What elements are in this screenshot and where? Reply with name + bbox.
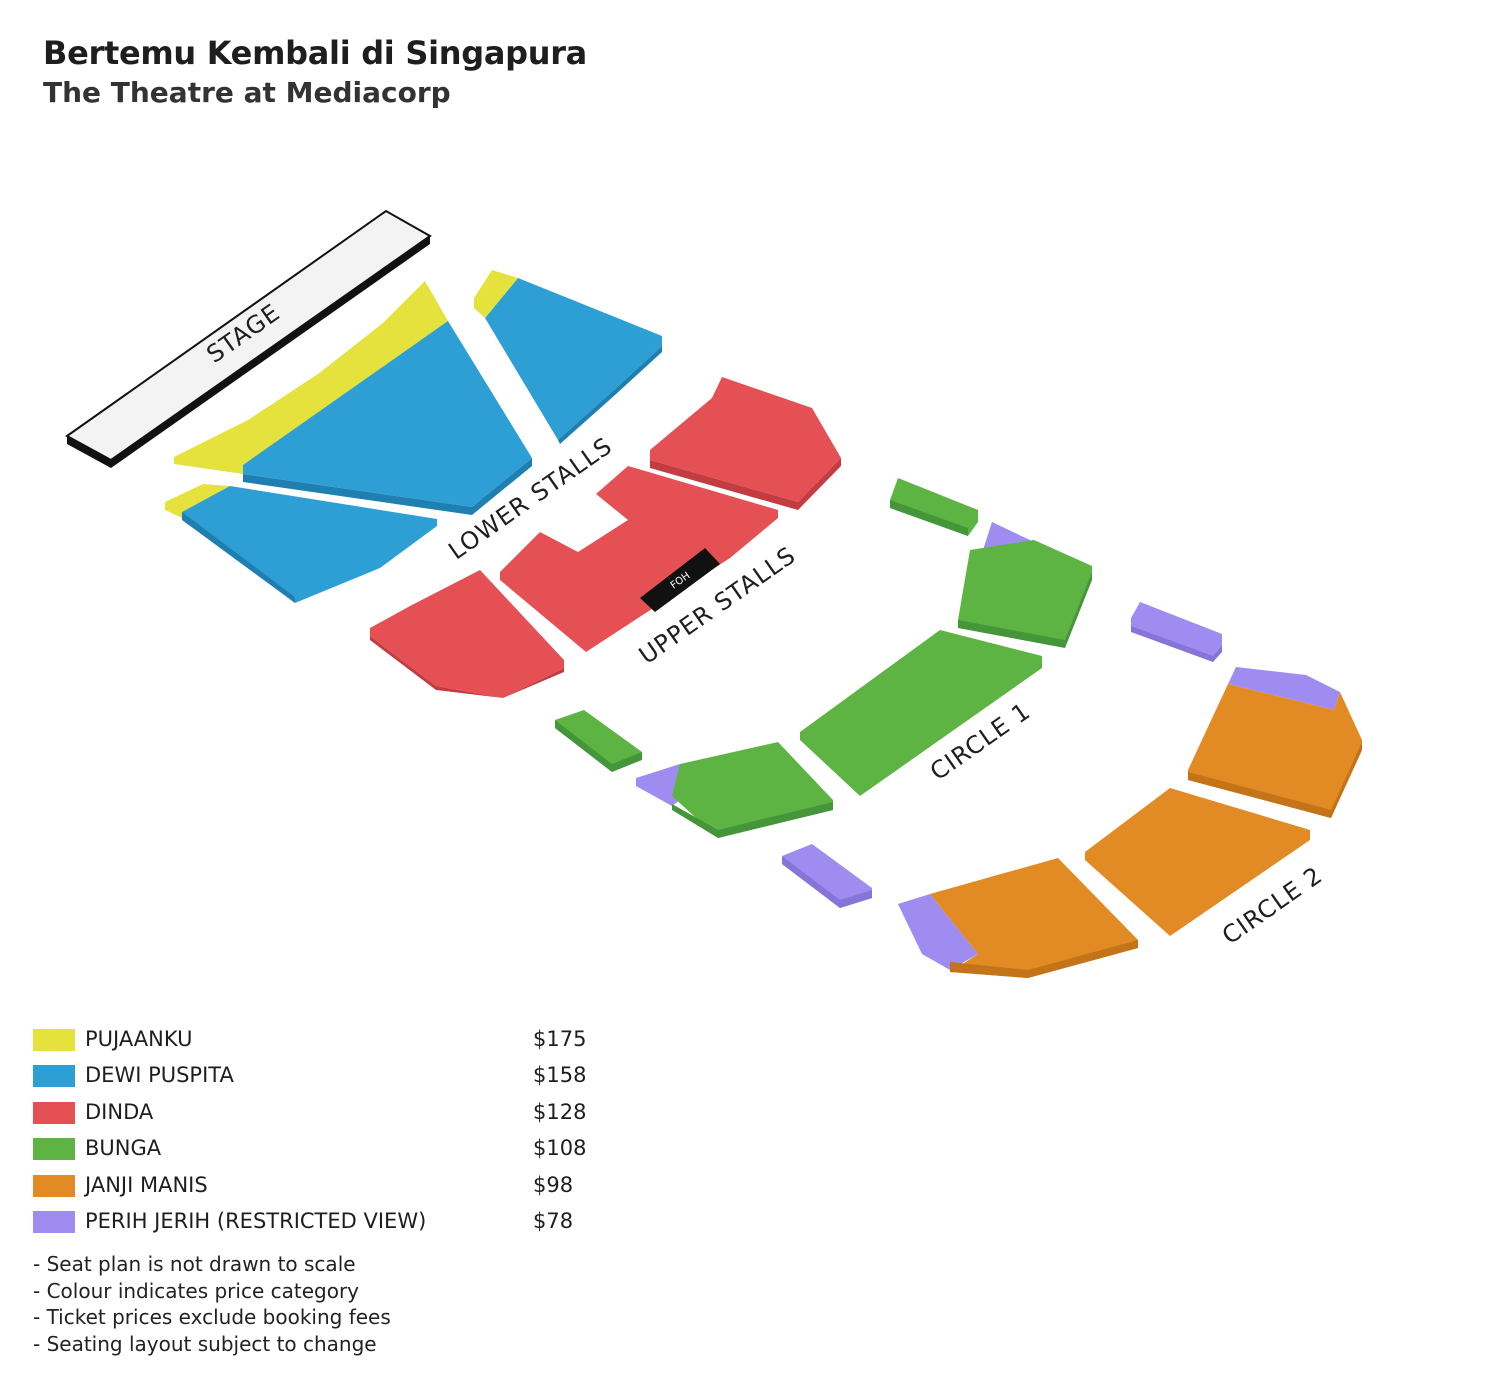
- legend-item: DINDA $128: [33, 1100, 653, 1136]
- footnote: - Ticket prices exclude booking fees: [33, 1305, 391, 1329]
- footnote: - Seating layout subject to change: [33, 1331, 377, 1356]
- section-circle-2: CIRCLE 2: [782, 602, 1362, 978]
- legend-item: DEWI PUSPITA $158: [33, 1063, 653, 1099]
- block-bunga-c1-centre[interactable]: [800, 630, 1042, 796]
- footnotes: - Seat plan is not drawn to scale - Colo…: [33, 1251, 391, 1357]
- page-title: Bertemu Kembali di Singapura: [43, 34, 587, 72]
- legend-item: JANJI MANIS $98: [33, 1173, 653, 1209]
- block-pujaanku-front-left[interactable]: [174, 281, 448, 474]
- block-perih-jerih-c2-lower-left[interactable]: [898, 894, 978, 970]
- seat-map: STAGE LOWER STALLS FOH UPPER STALLS: [65, 209, 1362, 978]
- block-janji-manis-c2-centre[interactable]: [1085, 788, 1310, 936]
- legend-category-name: JANJI MANIS: [85, 1172, 208, 1197]
- legend-category-name: PERIH JERIH (RESTRICTED VIEW): [85, 1208, 427, 1233]
- block-dinda-upper-left[interactable]: [370, 570, 564, 698]
- legend-item: PERIH JERIH (RESTRICTED VIEW) $78: [33, 1209, 653, 1245]
- block-perih-jerih-c2-upper-right[interactable]: [1228, 667, 1340, 710]
- block-perih-jerih-c2-top[interactable]: [1131, 602, 1222, 662]
- legend-swatch: [33, 1029, 75, 1051]
- block-dinda-upper-centre[interactable]: [500, 466, 778, 652]
- footnote: - Colour indicates price category: [33, 1278, 360, 1303]
- legend-category-name: PUJAANKU: [85, 1027, 193, 1051]
- block-dewi-puspita-rear-left[interactable]: [182, 486, 437, 603]
- legend-category-price: $108: [533, 1136, 587, 1161]
- footnote: - Seat plan is not drawn to scale: [33, 1252, 356, 1276]
- legend-category-price: $128: [533, 1099, 587, 1124]
- block-bunga-c1-top[interactable]: [890, 478, 978, 536]
- legend-swatch: [33, 1138, 75, 1161]
- block-pujaanku-front-right[interactable]: [474, 270, 518, 318]
- section-upper-stalls: FOH UPPER STALLS: [370, 377, 841, 698]
- legend-item: PUJAANKU $175: [33, 1027, 653, 1063]
- legend-category-name: BUNGA: [85, 1136, 162, 1161]
- block-dewi-puspita-front-right[interactable]: [485, 278, 662, 440]
- legend-swatch: [33, 1101, 75, 1124]
- block-dewi-puspita-front-left[interactable]: [243, 321, 532, 507]
- legend-item: BUNGA $108: [33, 1136, 653, 1172]
- legend-category-price: $175: [533, 1027, 587, 1051]
- venue-subtitle: The Theatre at Mediacorp: [43, 76, 451, 109]
- legend-category-name: DINDA: [85, 1099, 154, 1124]
- block-bunga-c1-left-small[interactable]: [555, 710, 642, 772]
- block-perih-jerih-c2-left[interactable]: [782, 844, 872, 908]
- block-dinda-upper-right[interactable]: [650, 377, 841, 502]
- foh-booth: [640, 548, 720, 612]
- legend-category-price: $98: [533, 1172, 574, 1197]
- legend-category-price: $158: [533, 1063, 587, 1088]
- legend-swatch: [33, 1174, 75, 1197]
- legend-swatch: [33, 1065, 75, 1088]
- price-legend: PUJAANKU $175 DEWI PUSPITA $158 DINDA $1…: [33, 1027, 653, 1245]
- legend-category-name: DEWI PUSPITA: [85, 1063, 234, 1088]
- section-lower-stalls: LOWER STALLS: [165, 270, 662, 603]
- block-bunga-c1-upper-right[interactable]: [958, 540, 1092, 646]
- block-pujaanku-rear-left[interactable]: [165, 484, 230, 518]
- block-janji-manis-c2-lower-left[interactable]: [930, 858, 1138, 978]
- legend-swatch: [33, 1210, 75, 1233]
- legend-category-price: $78: [533, 1208, 574, 1233]
